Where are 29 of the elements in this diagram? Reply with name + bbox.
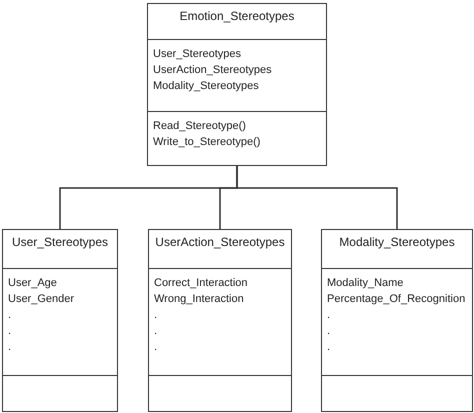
member-text: . [8, 324, 12, 339]
member-text: User_Age [8, 276, 58, 291]
class-name: Emotion_Stereotypes [180, 9, 294, 23]
member-text: . [327, 324, 332, 339]
member-text: User_Gender [8, 292, 76, 307]
class-name: UserAction_Stereotypes [155, 235, 285, 249]
member-text: . [154, 308, 158, 323]
member-text: . [154, 324, 158, 339]
member-text: UserAction_Stereotypes [153, 63, 273, 78]
member-text: Modality_Stereotypes [153, 79, 260, 94]
member-text: . [8, 308, 12, 323]
member-text: Modality_Name [327, 276, 404, 291]
member-text: . [327, 308, 332, 323]
class-box [2, 229, 118, 412]
member-text: Correct_Interaction [154, 276, 249, 291]
connector-line [236, 166, 398, 229]
class-name: User_Stereotypes [12, 235, 108, 249]
class-box [147, 3, 327, 166]
member-text: Read_Stereotype() [153, 119, 247, 134]
member-text: . [154, 340, 158, 355]
class-name: Modality_Stereotypes [339, 235, 455, 249]
member-text: . [8, 340, 12, 355]
member-text: Write_to_Stereotype() [153, 135, 262, 150]
member-text: Percentage_Of_Recognition [327, 292, 466, 307]
member-text: User_Stereotypes [153, 47, 242, 62]
member-text: Wrong_Interaction [154, 292, 245, 307]
class-box [321, 229, 473, 412]
class-box [148, 229, 292, 412]
member-text: . [327, 340, 332, 355]
